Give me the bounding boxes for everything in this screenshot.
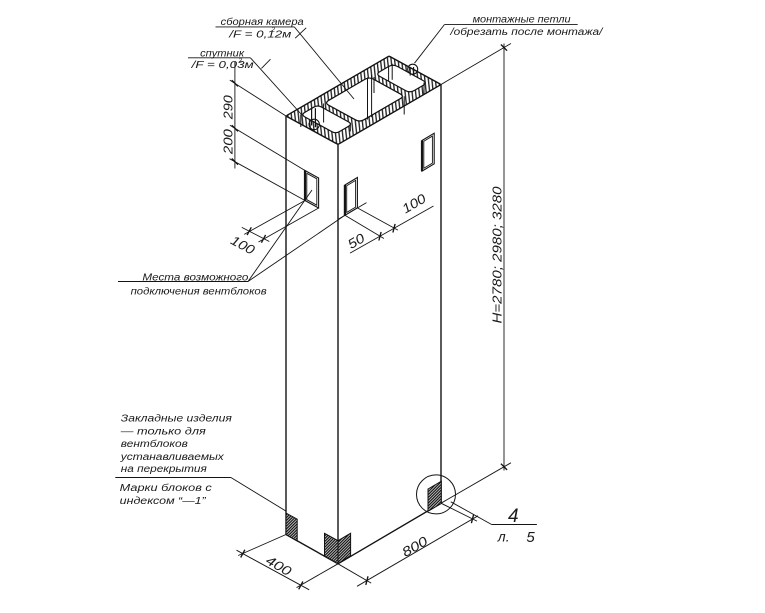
svg-text:/F = 0,03м: /F = 0,03м — [190, 59, 253, 71]
svg-text:л.: л. — [497, 529, 510, 545]
svg-text:100: 100 — [399, 190, 429, 216]
svg-text:Закладные изделия: Закладные изделия — [121, 413, 233, 424]
svg-text:800: 800 — [399, 533, 431, 560]
svg-text:— только для: — только для — [120, 427, 207, 438]
svg-text:спутник: спутник — [200, 48, 245, 59]
svg-text:Места возможного: Места возможного — [142, 272, 248, 283]
svg-text:вентблоков: вентблоков — [121, 438, 188, 450]
svg-text:индексом “—1”: индексом “—1” — [120, 496, 207, 507]
svg-text:Н=2780; 2980; 3280: Н=2780; 2980; 3280 — [490, 186, 505, 324]
svg-text:устанавливаемых: устанавливаемых — [120, 452, 225, 463]
svg-text:200: 200 — [221, 128, 236, 155]
svg-text:сборная камера: сборная камера — [221, 16, 304, 28]
svg-text:100: 100 — [228, 233, 258, 258]
svg-text:/F = 0,12м: /F = 0,12м — [228, 28, 291, 40]
svg-text:5: 5 — [526, 529, 535, 546]
svg-text:/обрезать после монтажа/: /обрезать после монтажа/ — [449, 26, 604, 38]
svg-text:на перекрытия: на перекрытия — [121, 464, 208, 475]
svg-text:400: 400 — [263, 553, 295, 580]
svg-text:Марки блоков с: Марки блоков с — [120, 482, 212, 494]
svg-text:290: 290 — [221, 94, 236, 120]
svg-text:подключения вентблоков: подключения вентблоков — [131, 285, 267, 297]
svg-text:2: 2 — [271, 27, 276, 34]
svg-text:монтажные петли: монтажные петли — [473, 15, 571, 26]
svg-text:2: 2 — [238, 58, 243, 65]
svg-text:4: 4 — [508, 506, 519, 527]
svg-text:50: 50 — [345, 230, 368, 252]
